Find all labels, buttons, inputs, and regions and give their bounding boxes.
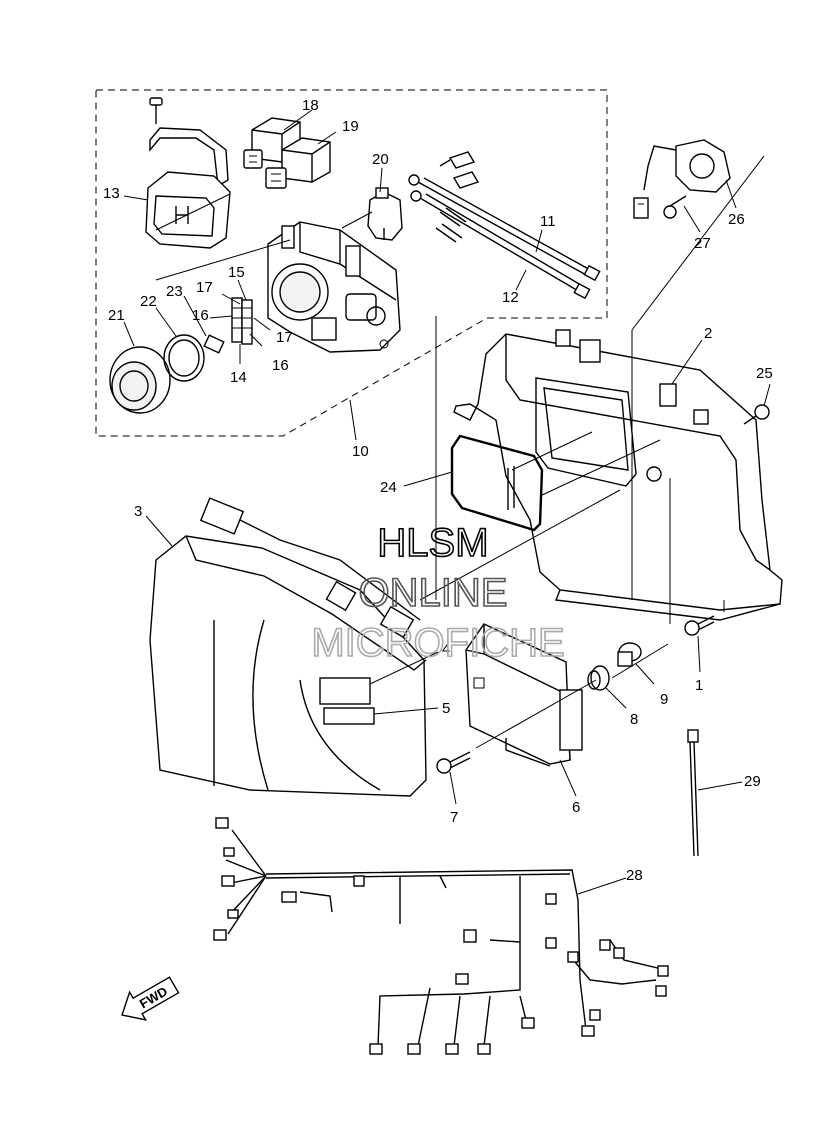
part-label-1: 1 bbox=[695, 677, 703, 694]
relay-part-19 bbox=[265, 137, 331, 189]
cable-part-11 bbox=[408, 151, 601, 282]
part-label-6: 6 bbox=[572, 799, 580, 816]
sensor-part-20 bbox=[367, 187, 403, 241]
part-label-27: 27 bbox=[694, 235, 711, 252]
part-label-18: 18 bbox=[302, 97, 319, 114]
bolt-part-25 bbox=[743, 404, 770, 425]
cap-part-21 bbox=[109, 346, 171, 414]
part-label-13: 13 bbox=[103, 185, 120, 202]
part-label-11: 11 bbox=[540, 213, 556, 230]
part-label-17b: 17 bbox=[276, 329, 293, 346]
connector-block-parts-14-17 bbox=[209, 279, 271, 364]
watermark-line-1: HLSM bbox=[377, 521, 488, 565]
part-label-21: 21 bbox=[108, 307, 125, 324]
part-label-4: 4 bbox=[442, 641, 450, 658]
part-label-2: 2 bbox=[704, 325, 712, 342]
cover-part-3 bbox=[149, 497, 427, 797]
part-label-14: 14 bbox=[230, 369, 247, 386]
watermark: HLSM ONLINE MICROFICHE bbox=[311, 520, 566, 666]
housing-part-2 bbox=[453, 329, 783, 621]
part-label-29: 29 bbox=[744, 773, 761, 790]
part-label-19: 19 bbox=[342, 118, 359, 135]
part-label-10: 10 bbox=[352, 443, 369, 460]
part-label-15: 15 bbox=[228, 264, 245, 281]
part-label-9: 9 bbox=[660, 691, 668, 708]
part-label-20: 20 bbox=[372, 151, 389, 168]
assembly-guide-lines bbox=[155, 155, 765, 749]
subassembly-boundary bbox=[95, 89, 608, 437]
part-label-7: 7 bbox=[450, 809, 458, 826]
bolt-part-7 bbox=[436, 751, 471, 774]
gasket-part-24 bbox=[450, 434, 544, 532]
connector-part-23 bbox=[203, 334, 225, 354]
fwd-arrow-icon: FWD bbox=[121, 976, 180, 1021]
sensor-part-26 bbox=[633, 139, 731, 219]
cable-tie-part-29 bbox=[687, 729, 699, 857]
bolt-part-1 bbox=[684, 615, 715, 636]
bolt-part-27 bbox=[663, 195, 687, 219]
watermark-line-2: ONLINE bbox=[359, 571, 508, 615]
part-label-28: 28 bbox=[626, 867, 643, 884]
part-label-25: 25 bbox=[756, 365, 773, 382]
ecu-part-6 bbox=[465, 623, 583, 767]
part-label-22: 22 bbox=[140, 293, 157, 310]
part-label-16a: 16 bbox=[192, 307, 209, 324]
grommet-part-8 bbox=[587, 665, 610, 691]
part-label-23: 23 bbox=[166, 283, 183, 300]
part-label-26: 26 bbox=[728, 211, 745, 228]
part-callouts: 1 2 3 4 5 6 7 8 9 10 11 12 13 14 15 16 1… bbox=[103, 97, 773, 884]
throttle-body bbox=[267, 211, 401, 353]
cover-part-13 bbox=[145, 97, 231, 249]
cable-part-12 bbox=[410, 171, 591, 300]
part-label-16b: 16 bbox=[272, 357, 289, 374]
part-label-24: 24 bbox=[380, 479, 397, 496]
wiring-harness-part-28 bbox=[213, 817, 669, 1055]
part-label-17a: 17 bbox=[196, 279, 213, 296]
part-label-8: 8 bbox=[630, 711, 638, 728]
part-label-3: 3 bbox=[134, 503, 142, 520]
callout-leaders bbox=[123, 109, 771, 895]
o-ring-part-22 bbox=[163, 334, 205, 382]
watermark-line-3: MICROFICHE bbox=[311, 621, 564, 665]
collar-part-9 bbox=[617, 642, 642, 667]
part-label-5: 5 bbox=[442, 700, 450, 717]
part-label-12: 12 bbox=[502, 289, 519, 306]
